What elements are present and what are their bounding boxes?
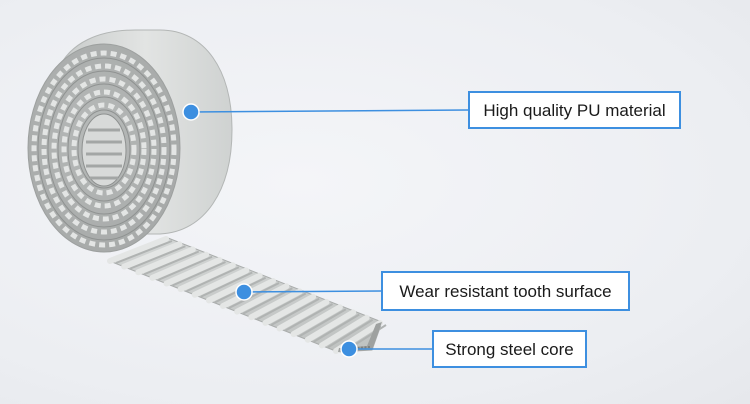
callout-leaders bbox=[182, 103, 469, 358]
belt-tooth bbox=[276, 299, 330, 332]
belt-tooth-shadow bbox=[313, 313, 360, 343]
belt-tooth bbox=[177, 262, 236, 293]
steel-core-edge bbox=[338, 322, 382, 352]
leader-line-tooth bbox=[243, 290, 382, 293]
callout-steel-core: Strong steel core bbox=[432, 330, 587, 368]
belt-tooth bbox=[163, 257, 223, 287]
callout-tooth-surface-text: Wear resistant tooth surface bbox=[399, 281, 612, 301]
belt-tooth-shadow bbox=[129, 245, 186, 270]
belt-tooth bbox=[205, 272, 263, 304]
belt-tooth-shadow bbox=[228, 282, 280, 309]
roll-center-teeth bbox=[86, 128, 122, 180]
roll-center bbox=[81, 113, 127, 187]
belt-tooth bbox=[248, 288, 303, 321]
belt-tooth bbox=[107, 236, 169, 264]
belt-roll bbox=[27, 29, 233, 253]
belt-tooth-shadow bbox=[186, 266, 240, 293]
belt-tooth-shadow bbox=[172, 261, 226, 287]
roll-coil-ring bbox=[31, 50, 177, 248]
belt-tooth bbox=[304, 309, 357, 343]
roll-coil-gap bbox=[77, 109, 131, 189]
belt-tooth-shadow bbox=[299, 308, 347, 337]
belt-tooth bbox=[121, 241, 183, 270]
callout-pu-material: High quality PU material bbox=[468, 91, 681, 129]
belt-tooth bbox=[318, 314, 370, 349]
belt-teeth bbox=[107, 236, 387, 354]
belt-tooth-shadow bbox=[256, 292, 307, 321]
belt-tooth-shadow bbox=[143, 250, 200, 276]
roll-coil-ring bbox=[41, 63, 167, 235]
belt-tooth bbox=[191, 267, 250, 298]
roll-coil-gap bbox=[67, 96, 141, 202]
roll-coil-gap bbox=[37, 57, 171, 241]
roll-coil-ring bbox=[51, 76, 157, 222]
roll-coil-gap bbox=[57, 83, 151, 215]
belt-tooth-shadow bbox=[327, 318, 374, 349]
leader-dot-core bbox=[340, 340, 358, 358]
roll-coil-gap bbox=[47, 70, 161, 228]
belt-tooth-shadow bbox=[242, 287, 293, 315]
belt-tooth-shadow bbox=[285, 303, 333, 332]
belt-tooth bbox=[234, 283, 290, 315]
roll-coil-ring bbox=[71, 102, 137, 196]
leader-line-pu bbox=[190, 109, 469, 113]
belt-tooth-shadow bbox=[157, 255, 213, 281]
belt-tooth-shadow bbox=[270, 297, 320, 326]
callout-tooth-surface: Wear resistant tooth surface bbox=[381, 271, 630, 311]
callout-pu-material-text: High quality PU material bbox=[483, 100, 666, 120]
belt-tooth-shadow bbox=[200, 271, 253, 298]
belt-tooth bbox=[135, 246, 196, 276]
leader-dot-pu bbox=[182, 103, 200, 121]
roll-coils bbox=[31, 50, 177, 248]
leader-dot-tooth bbox=[235, 283, 253, 301]
callout-steel-core-text: Strong steel core bbox=[445, 339, 574, 359]
belt-tooth bbox=[262, 293, 317, 326]
belt-tooth-shadow bbox=[115, 240, 173, 264]
roll-coil-ring bbox=[61, 89, 147, 209]
belt-tooth bbox=[149, 251, 210, 281]
belt-tooth bbox=[290, 304, 343, 338]
